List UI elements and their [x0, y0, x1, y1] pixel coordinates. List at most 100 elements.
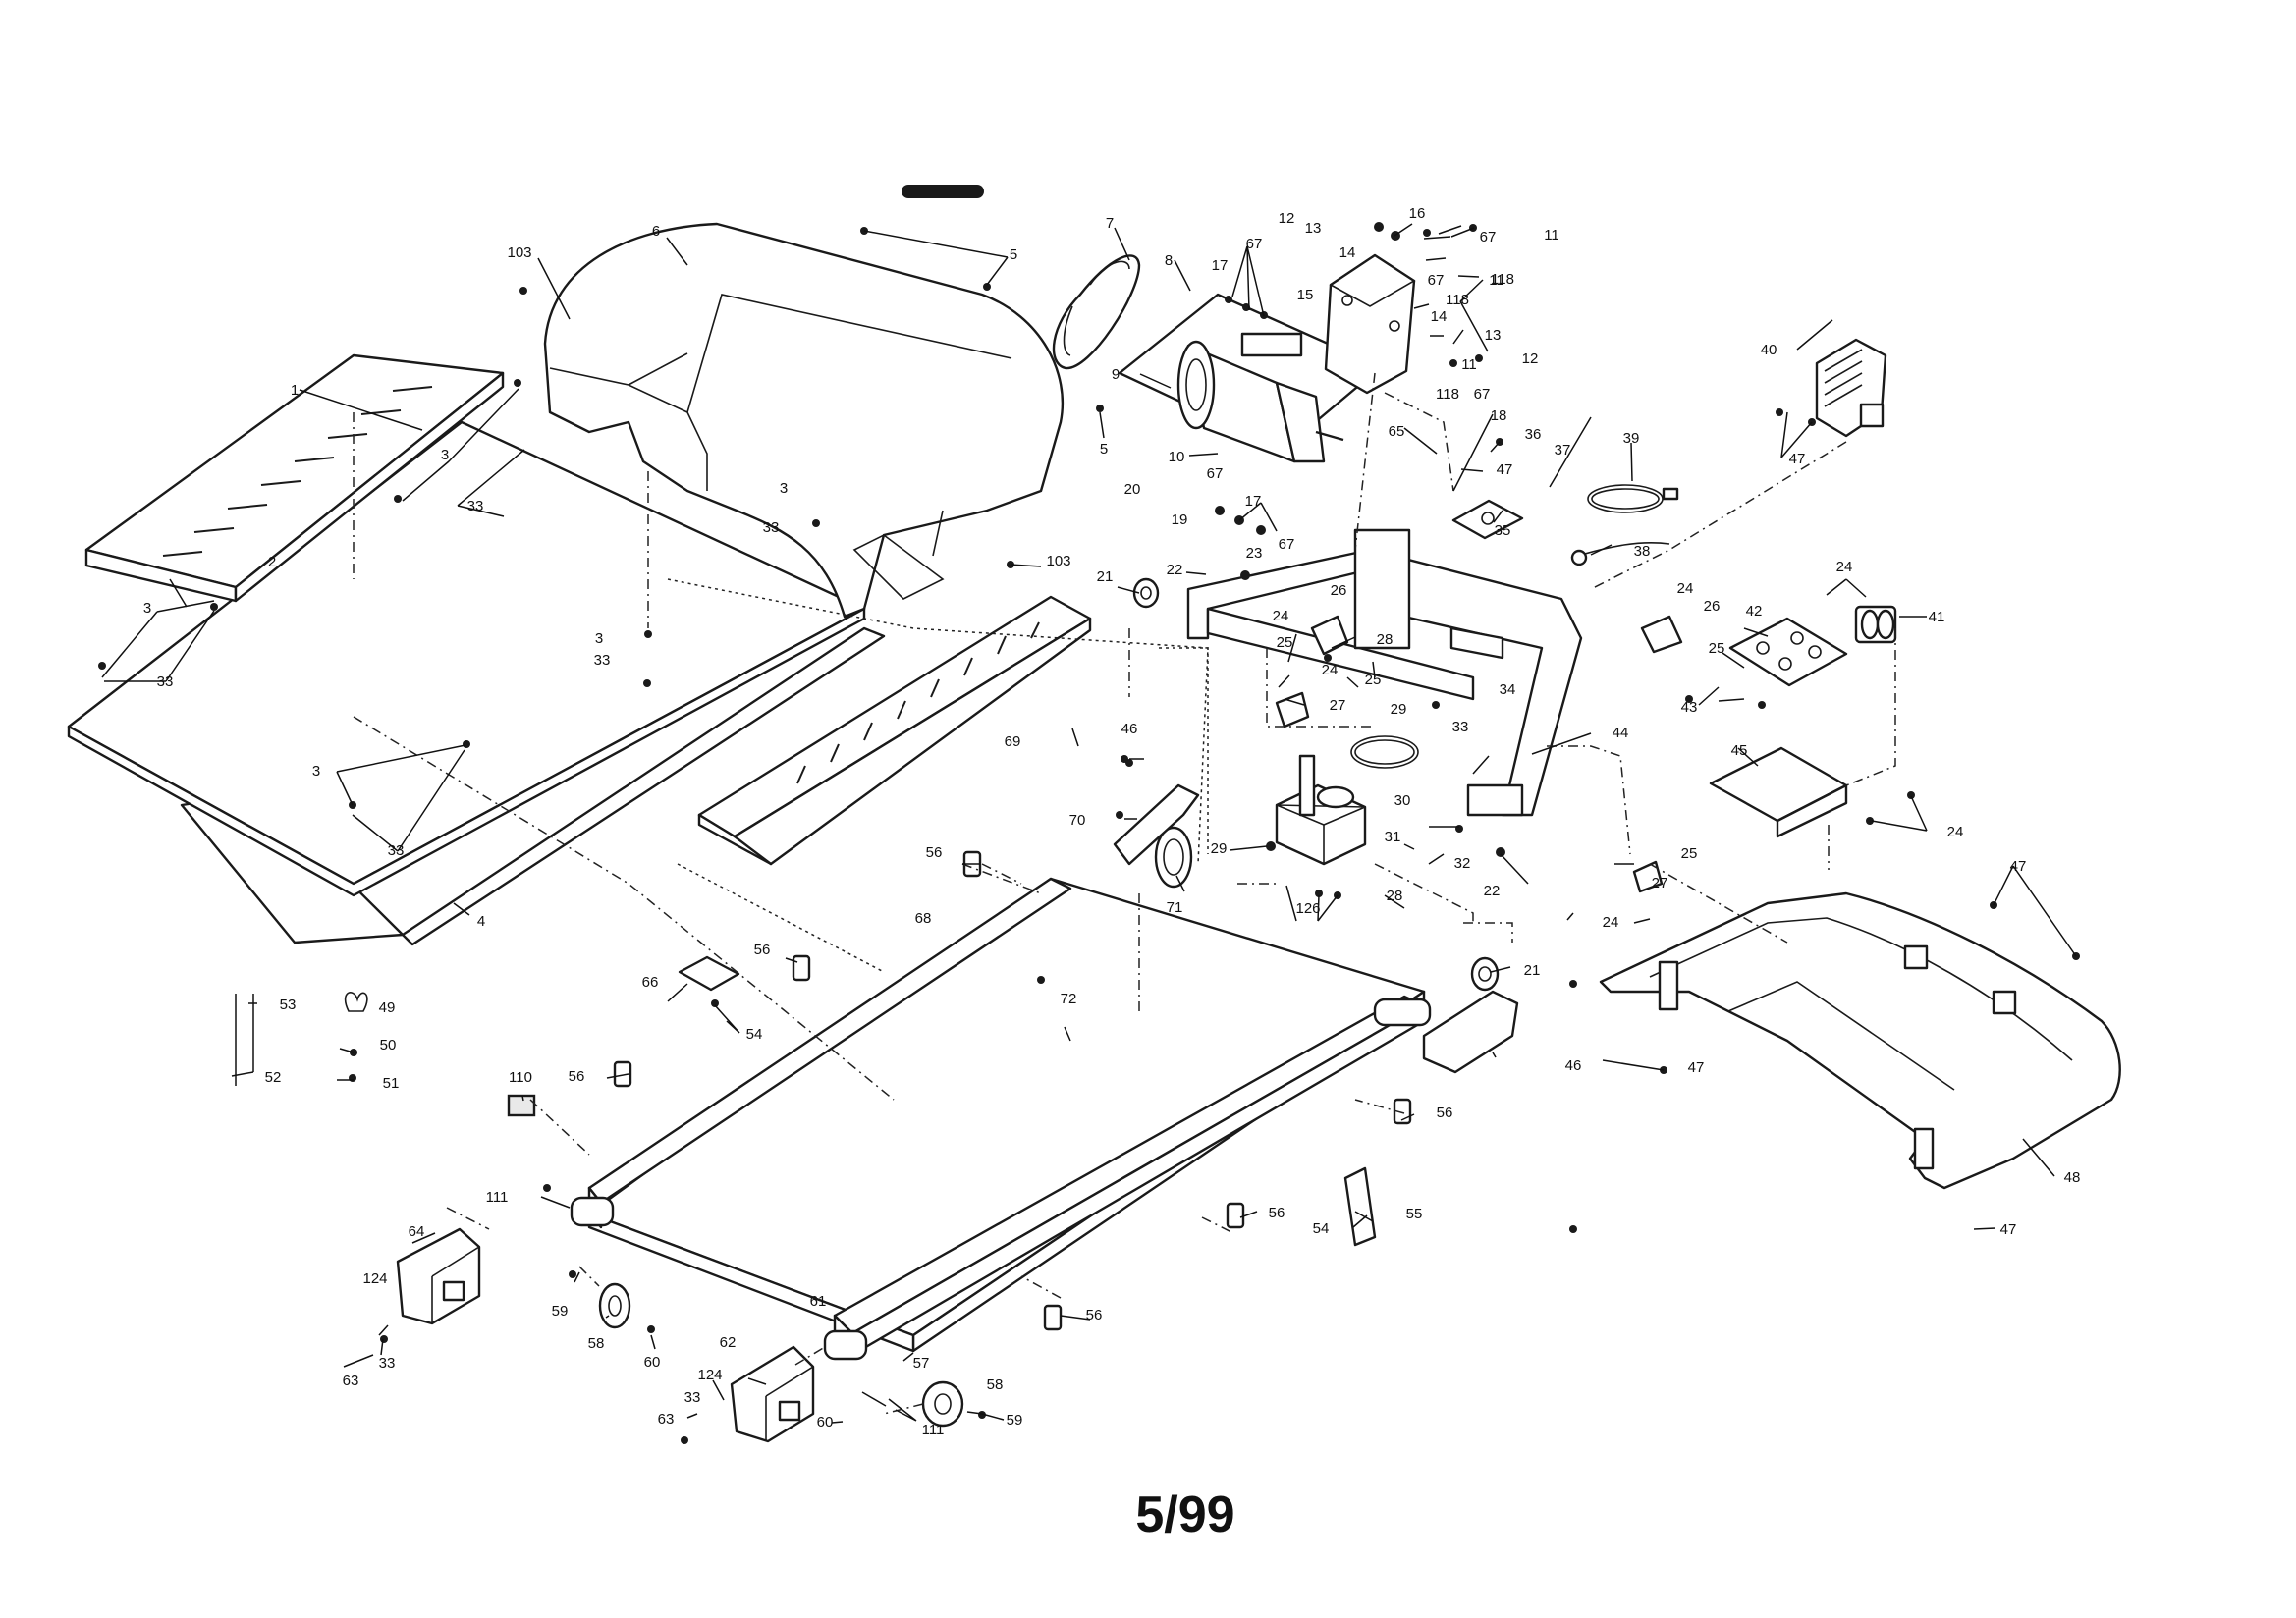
foot-part-56-f: [1043, 1304, 1063, 1331]
callout-21-a: 21: [1097, 568, 1114, 585]
callout-49: 49: [379, 999, 396, 1016]
callout-33-f: 33: [1452, 719, 1469, 735]
callout-33-e: 33: [388, 842, 405, 859]
callout-24-f: 24: [1603, 914, 1619, 931]
callout-38: 38: [1634, 543, 1651, 560]
callout-43: 43: [1681, 699, 1698, 716]
callout-11-b: 11: [1489, 272, 1504, 289]
callout-54-b: 54: [1313, 1220, 1330, 1237]
callout-25-a: 25: [1277, 634, 1293, 651]
controller-board-part-42: [1728, 617, 1848, 687]
callout-24-b: 24: [1322, 662, 1339, 678]
callout-51: 51: [383, 1075, 400, 1092]
callout-24-c: 24: [1677, 580, 1694, 597]
callout-33-h: 33: [684, 1389, 701, 1406]
callout-58-a: 58: [588, 1335, 605, 1352]
drive-motor-part-10: [1176, 332, 1344, 463]
callout-48: 48: [2064, 1169, 2081, 1186]
callout-4: 4: [477, 913, 485, 930]
pulley-part-21-right: [1470, 956, 1500, 992]
wheel-part-58-left: [598, 1282, 631, 1329]
foot-part-56-c: [613, 1060, 632, 1088]
callout-103-b: 103: [1046, 553, 1070, 569]
callout-11-c: 11: [1461, 356, 1477, 373]
motor-mount-bracket-part-14: [1324, 253, 1416, 395]
foot-part-56-e: [1226, 1202, 1245, 1229]
front-grille-part-1: [84, 353, 505, 603]
breaker-bracket-part-35: [1451, 499, 1524, 540]
board-bracket-part-45: [1709, 746, 1848, 838]
callout-13-a: 13: [1305, 220, 1322, 237]
callout-118-b: 118: [1446, 292, 1469, 308]
callout-33-c: 33: [594, 652, 611, 669]
callout-124-b: 124: [697, 1367, 722, 1383]
callout-44: 44: [1613, 725, 1629, 741]
callout-15: 15: [1297, 287, 1314, 303]
callout-67-f: 67: [1279, 536, 1295, 553]
bracket-part-55: [1343, 1166, 1377, 1247]
callout-23: 23: [1246, 545, 1263, 562]
heat-sink-part-40: [1815, 338, 1887, 438]
callout-11-a: 11: [1544, 227, 1559, 243]
key-part-49: [344, 992, 368, 1012]
callout-63-a: 63: [343, 1373, 359, 1389]
callout-18: 18: [1491, 407, 1507, 424]
callout-61: 61: [810, 1293, 827, 1310]
callout-118-a: 118: [1491, 271, 1514, 288]
rear-grille-part-69: [697, 595, 1092, 866]
spring-part-black: [902, 185, 984, 198]
callout-3-d: 3: [595, 630, 603, 647]
callout-21-b: 21: [1524, 962, 1541, 979]
callout-labels: 1 2 3 3 3 3 3 4 5 5 6 7 8 9 10 11 11 11 …: [143, 205, 2081, 1438]
callout-35: 35: [1495, 522, 1511, 539]
callout-3-c: 3: [143, 600, 151, 617]
callout-53: 53: [280, 997, 297, 1013]
callout-3-b: 3: [780, 480, 788, 497]
bracket-part-26-right: [1640, 615, 1683, 654]
callout-33-g: 33: [379, 1355, 396, 1372]
callout-22-a: 22: [1167, 562, 1183, 578]
rear-roller: [1373, 998, 1432, 1027]
callout-67-c: 67: [1428, 272, 1445, 289]
callout-29-a: 29: [1391, 701, 1407, 718]
callout-56-a: 56: [926, 844, 943, 861]
callout-32: 32: [1454, 855, 1471, 872]
callout-25-d: 25: [1681, 845, 1698, 862]
callout-12-b: 12: [1522, 351, 1539, 367]
choke-part-41: [1854, 605, 1897, 644]
bracket-part-27-left: [1275, 691, 1310, 728]
callout-26-b: 26: [1704, 598, 1721, 615]
callout-3-a: 3: [441, 447, 449, 463]
callout-59-b: 59: [1007, 1412, 1023, 1429]
callout-28-a: 28: [1377, 631, 1394, 648]
callout-33-d: 33: [157, 674, 174, 690]
left-end-cap-part-64: [396, 1227, 481, 1325]
pulley-part-21-left: [1132, 577, 1160, 609]
callout-60-b: 60: [817, 1414, 834, 1430]
callout-36: 36: [1525, 426, 1542, 443]
callout-56-f: 56: [1086, 1307, 1103, 1323]
line-cord-part-38: [1570, 541, 1670, 566]
callout-42: 42: [1746, 603, 1763, 620]
callout-52: 52: [265, 1069, 282, 1086]
callout-67-d: 67: [1474, 386, 1491, 403]
callout-17-b: 17: [1245, 493, 1262, 510]
incline-motor-part-31: [1275, 754, 1367, 866]
callout-25-b: 25: [1365, 672, 1382, 688]
foot-pad-part-110: [507, 1094, 536, 1117]
callout-67-b: 67: [1480, 229, 1497, 245]
callout-70: 70: [1069, 812, 1086, 829]
callout-111-a: 111: [486, 1189, 509, 1206]
callout-28-b: 28: [1387, 888, 1403, 904]
callout-22-b: 22: [1484, 883, 1501, 899]
callout-29-b: 29: [1211, 840, 1228, 857]
callout-14-a: 14: [1339, 244, 1356, 261]
callout-45: 45: [1731, 742, 1748, 759]
callout-56-e: 56: [1269, 1205, 1285, 1221]
callout-17-a: 17: [1212, 257, 1229, 274]
callout-5-b: 5: [1100, 441, 1108, 458]
callout-41: 41: [1929, 609, 1945, 625]
callout-50: 50: [380, 1037, 397, 1053]
callout-5-a: 5: [1010, 246, 1017, 263]
